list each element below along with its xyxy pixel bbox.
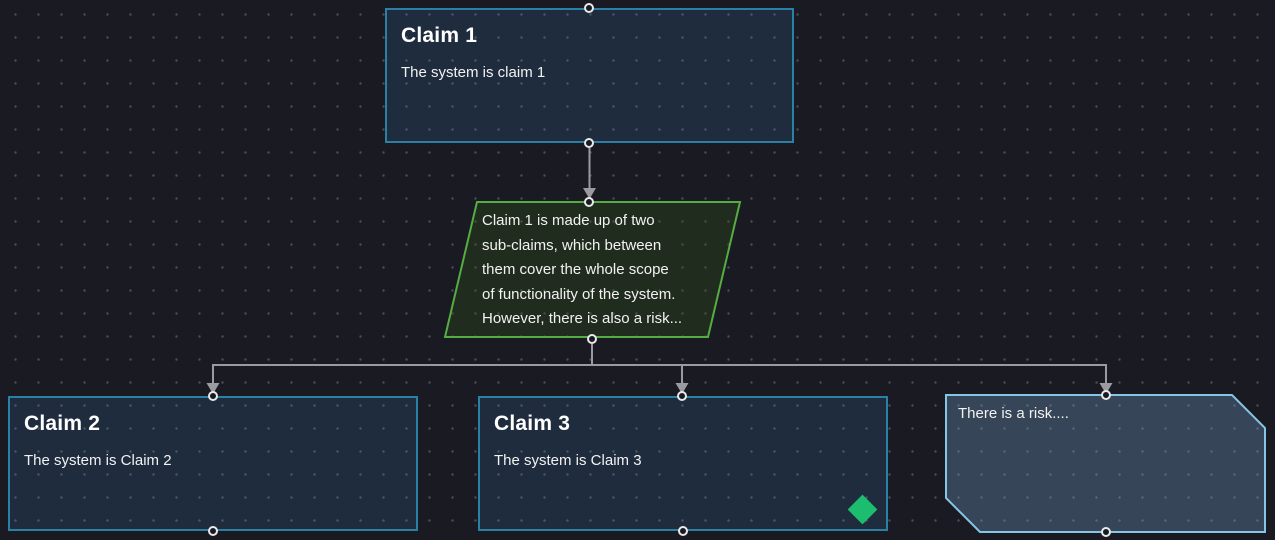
- risk-text: There is a risk....: [958, 405, 1069, 422]
- node-risk-shape[interactable]: [945, 394, 1266, 533]
- connector-strategy-children[interactable]: [206, 344, 1113, 394]
- connector-arrowhead-icon: [206, 383, 220, 394]
- connector-arrowhead-icon: [675, 383, 689, 394]
- node-claim2[interactable]: Claim 2 The system is Claim 2: [8, 396, 418, 531]
- port-strategy-top[interactable]: [584, 197, 594, 207]
- port-claim3-bottom[interactable]: [678, 526, 688, 536]
- port-strategy-bottom[interactable]: [587, 334, 597, 344]
- port-claim1-bottom[interactable]: [584, 138, 594, 148]
- claim2-body: The system is Claim 2: [24, 452, 172, 469]
- node-strategy-shape[interactable]: [443, 201, 742, 338]
- port-claim3-top[interactable]: [677, 391, 687, 401]
- port-claim1-top[interactable]: [584, 3, 594, 13]
- claim2-title: Claim 2: [24, 412, 101, 435]
- port-risk-top[interactable]: [1101, 390, 1111, 400]
- connector-claim1-strategy[interactable]: [583, 148, 596, 199]
- node-claim3[interactable]: Claim 3 The system is Claim 3: [478, 396, 888, 531]
- claim1-title: Claim 1: [401, 24, 478, 47]
- claim3-title: Claim 3: [494, 412, 571, 435]
- connector-arrowhead-icon: [583, 188, 596, 199]
- claim1-body: The system is claim 1: [401, 64, 546, 81]
- connector-bus-line[interactable]: [213, 344, 1106, 366]
- strategy-text: Claim 1 is made up of two sub-claims, wh…: [482, 212, 683, 327]
- port-risk-bottom[interactable]: [1101, 527, 1111, 537]
- port-claim2-top[interactable]: [208, 391, 218, 401]
- port-claim2-bottom[interactable]: [208, 526, 218, 536]
- connector-arrowhead-icon: [1099, 383, 1113, 394]
- node-claim1[interactable]: Claim 1 The system is claim 1: [385, 8, 794, 143]
- claim3-body: The system is Claim 3: [494, 452, 642, 469]
